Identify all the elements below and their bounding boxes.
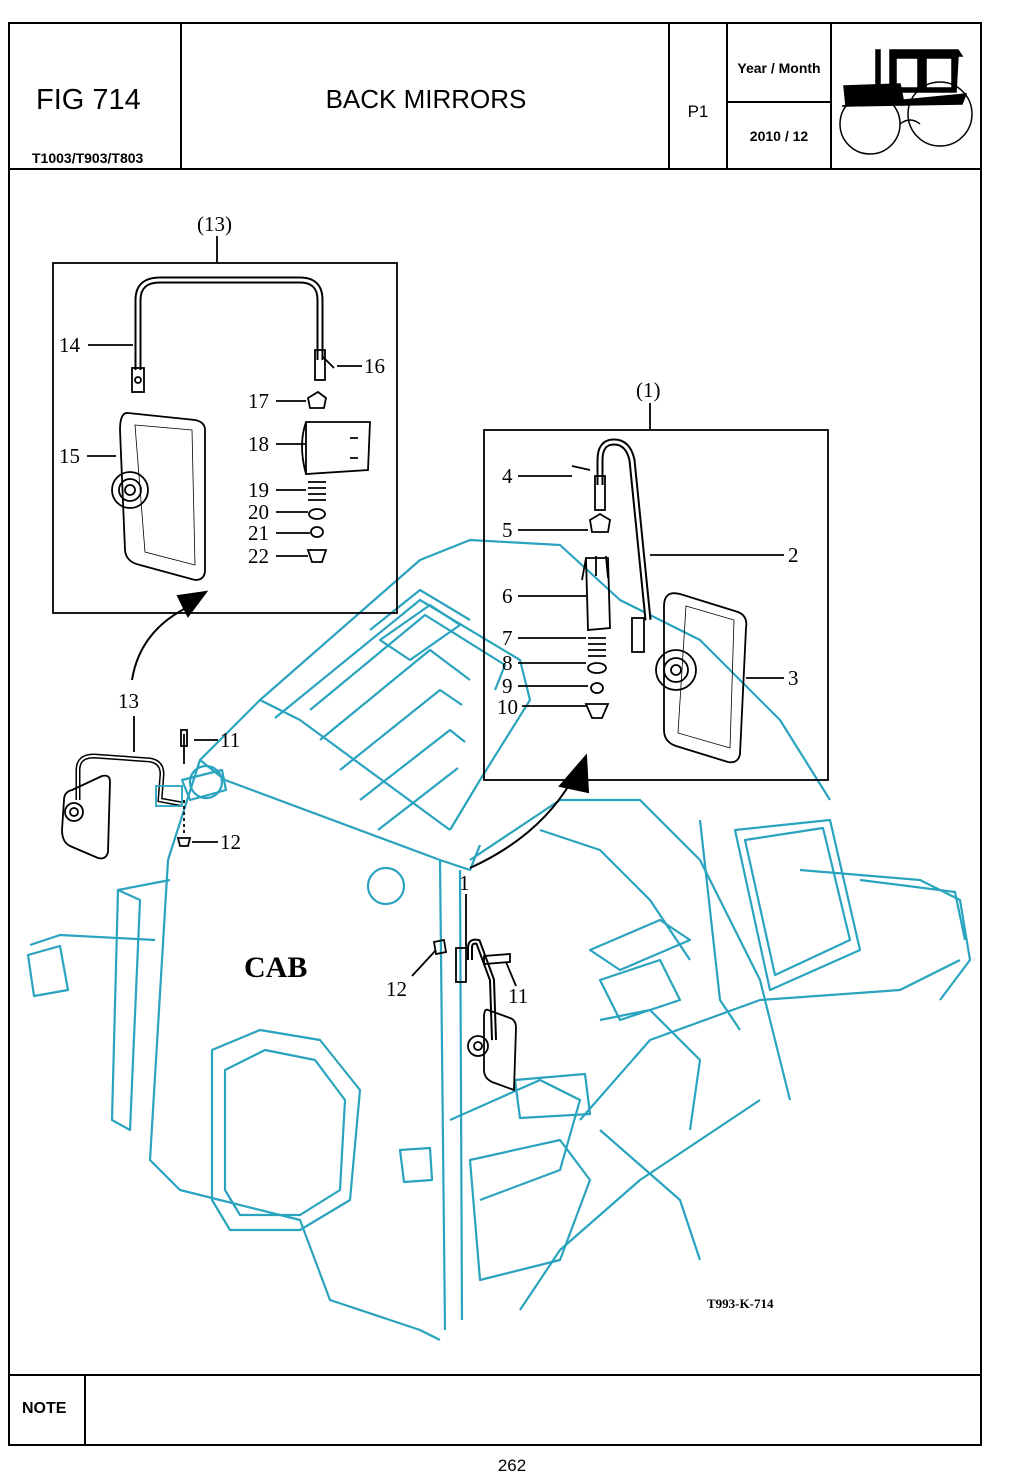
- note-row: [8, 1374, 982, 1446]
- header-divider: [668, 22, 670, 170]
- header-bar: [8, 22, 982, 170]
- year-month-divider: [728, 101, 830, 103]
- callout-11-right: 11: [508, 984, 528, 1008]
- callout-15: 15: [59, 444, 80, 468]
- callout-14: 14: [59, 333, 81, 357]
- detail-box-13: [52, 236, 398, 614]
- callout-20: 20: [248, 500, 269, 524]
- detail-label-1: (1): [636, 378, 661, 402]
- note-divider: [84, 1374, 86, 1446]
- callout-21: 21: [248, 521, 269, 545]
- callout-13: 13: [118, 689, 139, 713]
- callout-12-left: 12: [220, 830, 241, 854]
- cab-outline: [26, 538, 972, 1341]
- callout-16: 16: [364, 354, 385, 378]
- detail-arrows: [131, 590, 590, 869]
- callout-1: 1: [459, 871, 470, 895]
- callout-8: 8: [502, 651, 513, 675]
- callout-17: 17: [248, 389, 269, 413]
- callout-7: 7: [502, 626, 513, 650]
- page-title: BACK MIRRORS: [325, 84, 527, 114]
- callout-11-left: 11: [220, 728, 240, 752]
- detail-box-1: [483, 403, 829, 781]
- page-frame: [8, 22, 982, 1446]
- cab-label: CAB: [244, 951, 307, 984]
- callout-10: 10: [497, 695, 518, 719]
- right-mirror-assembly: [411, 894, 517, 1092]
- callout-2: 2: [788, 543, 799, 567]
- year-month-value: 2010 / 12: [749, 128, 809, 144]
- callout-4: 4: [502, 464, 513, 488]
- callout-18: 18: [248, 432, 269, 456]
- tractor-silhouette-icon: [839, 49, 973, 155]
- callout-6: 6: [502, 584, 513, 608]
- page-number: 262: [497, 1456, 527, 1475]
- header-divider: [180, 22, 182, 170]
- header-divider: [830, 22, 832, 170]
- note-label: NOTE: [22, 1400, 67, 1417]
- callout-3: 3: [788, 666, 799, 690]
- detail-label-13: (13): [197, 212, 232, 236]
- drawing-code: T993-K-714: [707, 1296, 774, 1311]
- header-divider: [726, 22, 728, 170]
- callout-5: 5: [502, 518, 513, 542]
- callout-22: 22: [248, 544, 269, 568]
- callout-12-right: 12: [386, 977, 407, 1001]
- left-mirror-assembly: [61, 716, 218, 860]
- callout-19: 19: [248, 478, 269, 502]
- page-code: P1: [687, 102, 709, 121]
- callout-9: 9: [502, 674, 513, 698]
- figure-number: FIG 714: [36, 84, 141, 116]
- model-list: T1003/T903/T803: [32, 150, 144, 166]
- year-month-label: Year / Month: [737, 60, 821, 76]
